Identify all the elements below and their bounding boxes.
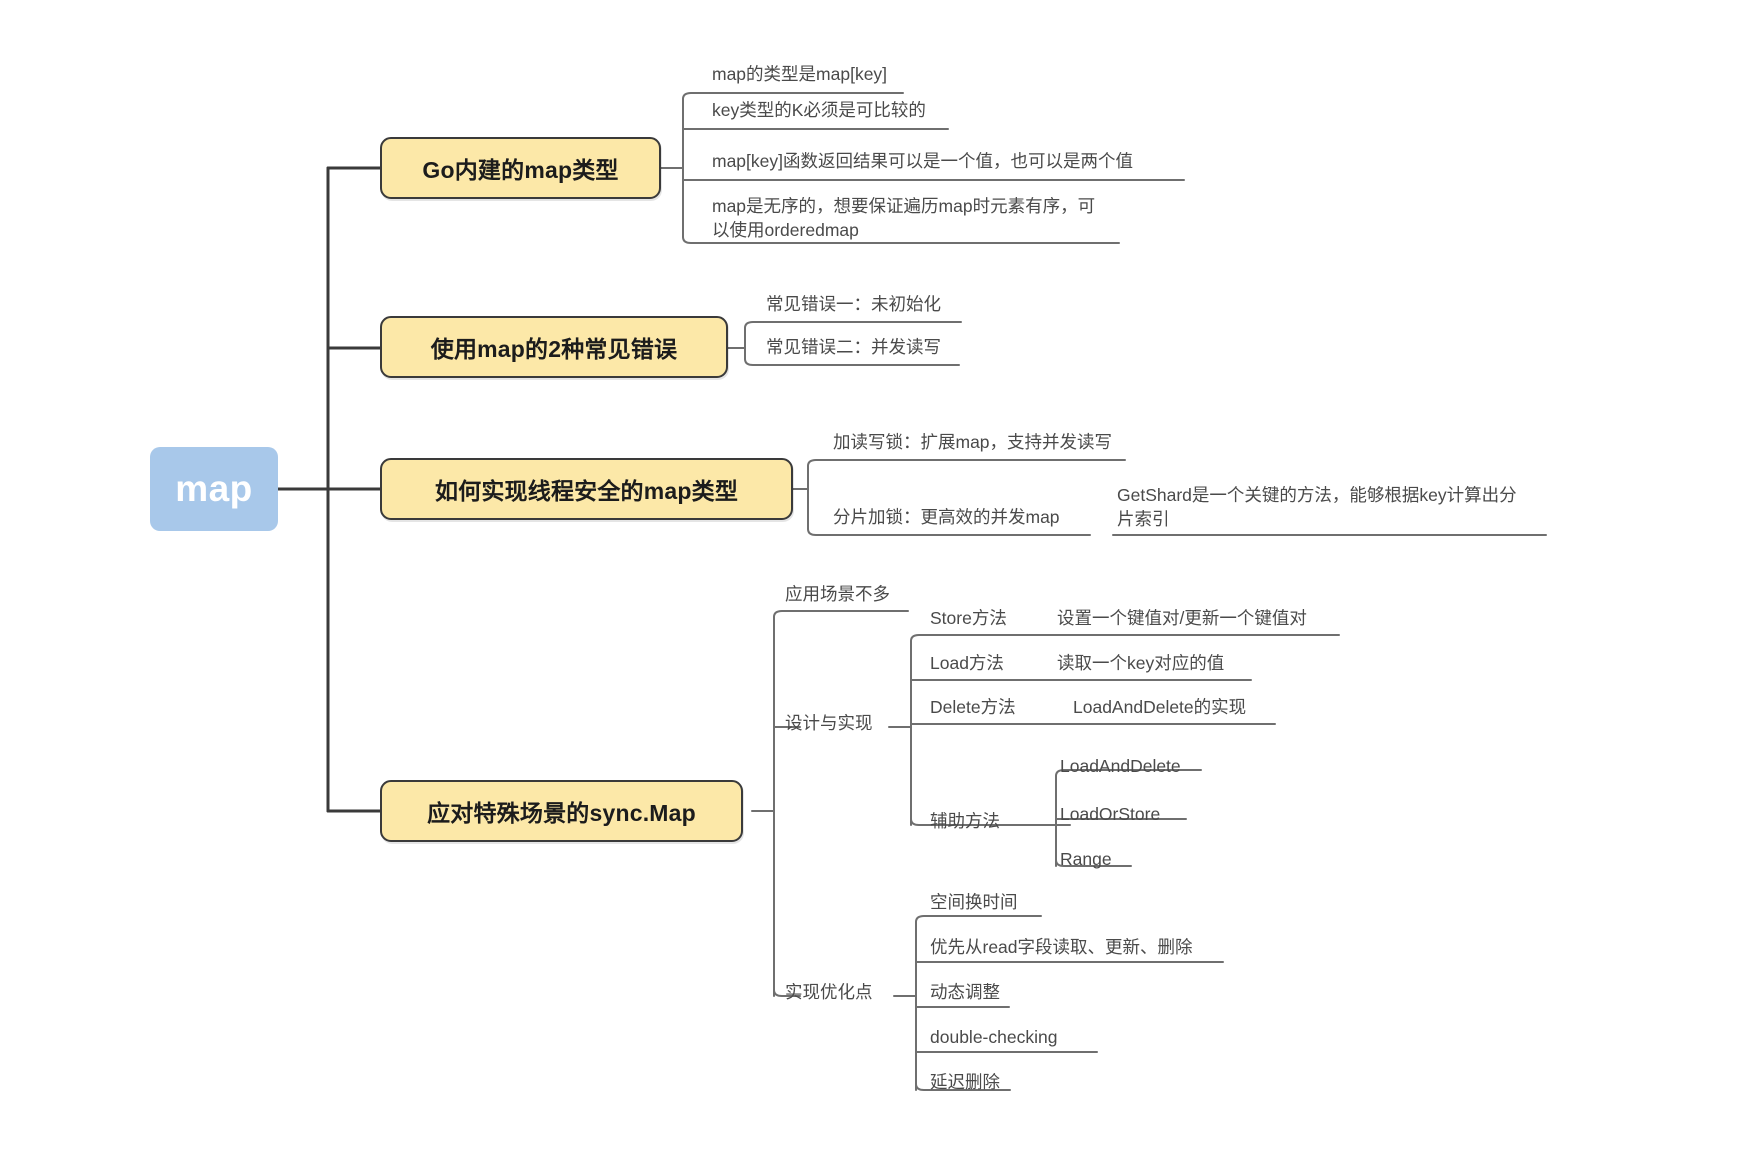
- root-node[interactable]: map: [150, 447, 278, 531]
- leaf-node-limited-scenarios[interactable]: 应用场景不多: [785, 584, 890, 605]
- leaf-node-getshard[interactable]: GetShard是一个关键的方法，能够根据key计算出分 片索引: [1117, 485, 1517, 529]
- leaf-node-load-or-store[interactable]: LoadOrStore: [1060, 804, 1161, 825]
- edge-bracket-3-bottom: [807, 528, 831, 536]
- leaf-node-map-unordered[interactable]: map是无序的，想要保证遍历map时元素有序，可 以使用orderedmap: [712, 196, 1096, 240]
- leaf-node-range[interactable]: Range: [1060, 849, 1112, 870]
- leaf-node-sharded-map[interactable]: 分片加锁：更高效的并发map: [833, 507, 1060, 528]
- leaf-node-map-return-values[interactable]: map[key]函数返回结果可以是一个值，也可以是两个值: [712, 151, 1133, 172]
- edge-underline-4-1: [773, 610, 909, 618]
- leaf-node-impl-optimizations[interactable]: 实现优化点: [785, 982, 873, 1003]
- edge-bracket-3-top: [807, 459, 831, 467]
- leaf-node-mistake-uninitialized[interactable]: 常见错误一：未初始化: [766, 294, 941, 315]
- leaf-node-delete-method[interactable]: Delete方法: [930, 697, 1016, 718]
- leaf-node-store-method[interactable]: Store方法: [930, 608, 1007, 629]
- leaf-node-rwmutex-map[interactable]: 加读写锁：扩展map，支持并发读写: [833, 432, 1113, 453]
- edge-bracket-2-bottom: [744, 358, 764, 366]
- leaf-node-design-impl[interactable]: 设计与实现: [785, 713, 873, 734]
- edge-bracket-2-top: [744, 321, 764, 329]
- topic-node-go-builtin-map[interactable]: Go内建的map类型: [380, 137, 661, 199]
- leaf-node-read-field-first[interactable]: 优先从read字段读取、更新、删除: [930, 937, 1193, 958]
- leaf-node-load-method-detail[interactable]: 读取一个key对应的值: [1057, 653, 1225, 674]
- topic-node-sync-map[interactable]: 应对特殊场景的sync.Map: [380, 780, 743, 842]
- leaf-node-aux-methods[interactable]: 辅助方法: [930, 811, 1000, 832]
- leaf-node-load-method[interactable]: Load方法: [930, 653, 1004, 674]
- edge-underline-4-2-1: [910, 634, 1340, 642]
- leaf-node-store-method-detail[interactable]: 设置一个键值对/更新一个键值对: [1057, 608, 1307, 629]
- leaf-node-map-type[interactable]: map的类型是map[key]: [712, 64, 888, 85]
- leaf-node-dynamic-adjust[interactable]: 动态调整: [930, 982, 1000, 1003]
- edge-bracket-1-bottom: [682, 236, 710, 244]
- leaf-node-delayed-delete[interactable]: 延迟删除: [930, 1072, 1000, 1093]
- leaf-node-load-and-delete[interactable]: LoadAndDelete: [1060, 756, 1181, 777]
- leaf-node-key-comparable[interactable]: key类型的K必须是可比较的: [712, 100, 926, 121]
- leaf-node-mistake-concurrent-rw[interactable]: 常见错误二：并发读写: [766, 337, 941, 358]
- edge-bracket-1-top: [682, 92, 710, 100]
- leaf-node-delete-method-detail[interactable]: LoadAndDelete的实现: [1073, 697, 1247, 718]
- leaf-node-double-checking[interactable]: double-checking: [930, 1027, 1058, 1048]
- topic-node-thread-safe-map[interactable]: 如何实现线程安全的map类型: [380, 458, 793, 520]
- topic-node-common-mistakes[interactable]: 使用map的2种常见错误: [380, 316, 728, 378]
- leaf-node-space-for-time[interactable]: 空间换时间: [930, 892, 1018, 913]
